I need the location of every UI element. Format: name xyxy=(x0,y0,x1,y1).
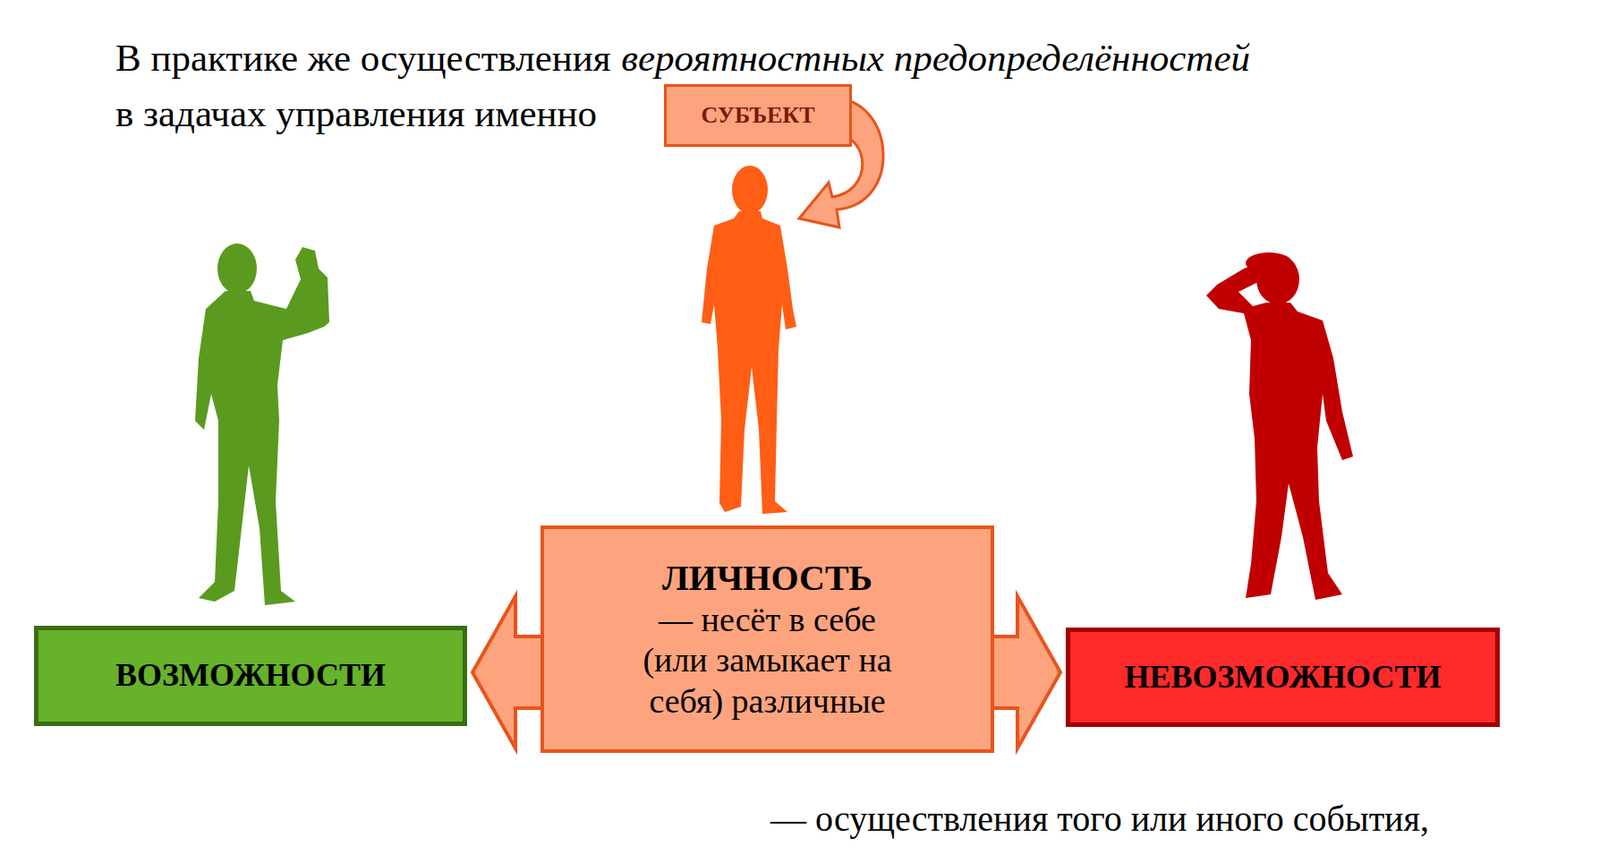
personality-box: ЛИЧНОСТЬ— несёт в себе (или замыкает на … xyxy=(540,525,995,753)
impossibilities-box: НЕВОЗМОЖНОСТИ xyxy=(1065,627,1500,727)
red-figure xyxy=(1206,252,1354,600)
subject-box: СУБЪЕКТ xyxy=(663,84,852,147)
possibilities-box: ВОЗМОЖНОСТИ xyxy=(34,625,468,726)
node-heading: СУБЪЕКТ xyxy=(700,101,815,129)
block-arrow-connector xyxy=(992,595,1061,749)
node-heading: ВОЗМОЖНОСТИ xyxy=(115,655,386,695)
heading-text: в задачах управления именно xyxy=(115,91,597,136)
heading-italic-text: вероятностных предопределённостей xyxy=(621,36,1251,79)
node-body: — несёт в себе (или замыкает на себя) ра… xyxy=(570,599,965,723)
orange-figure xyxy=(701,165,797,514)
node-heading: НЕВОЗМОЖНОСТИ xyxy=(1123,657,1441,697)
node-heading: ЛИЧНОСТЬ xyxy=(662,556,873,600)
green-figure xyxy=(195,243,330,605)
note-text: — осуществления того или иного события, xyxy=(770,798,1430,840)
heading-line: В практике же осуществлениявероятностных… xyxy=(115,35,1251,80)
block-arrow-connector xyxy=(472,595,543,749)
heading-text: В практике же осуществления xyxy=(115,36,612,79)
